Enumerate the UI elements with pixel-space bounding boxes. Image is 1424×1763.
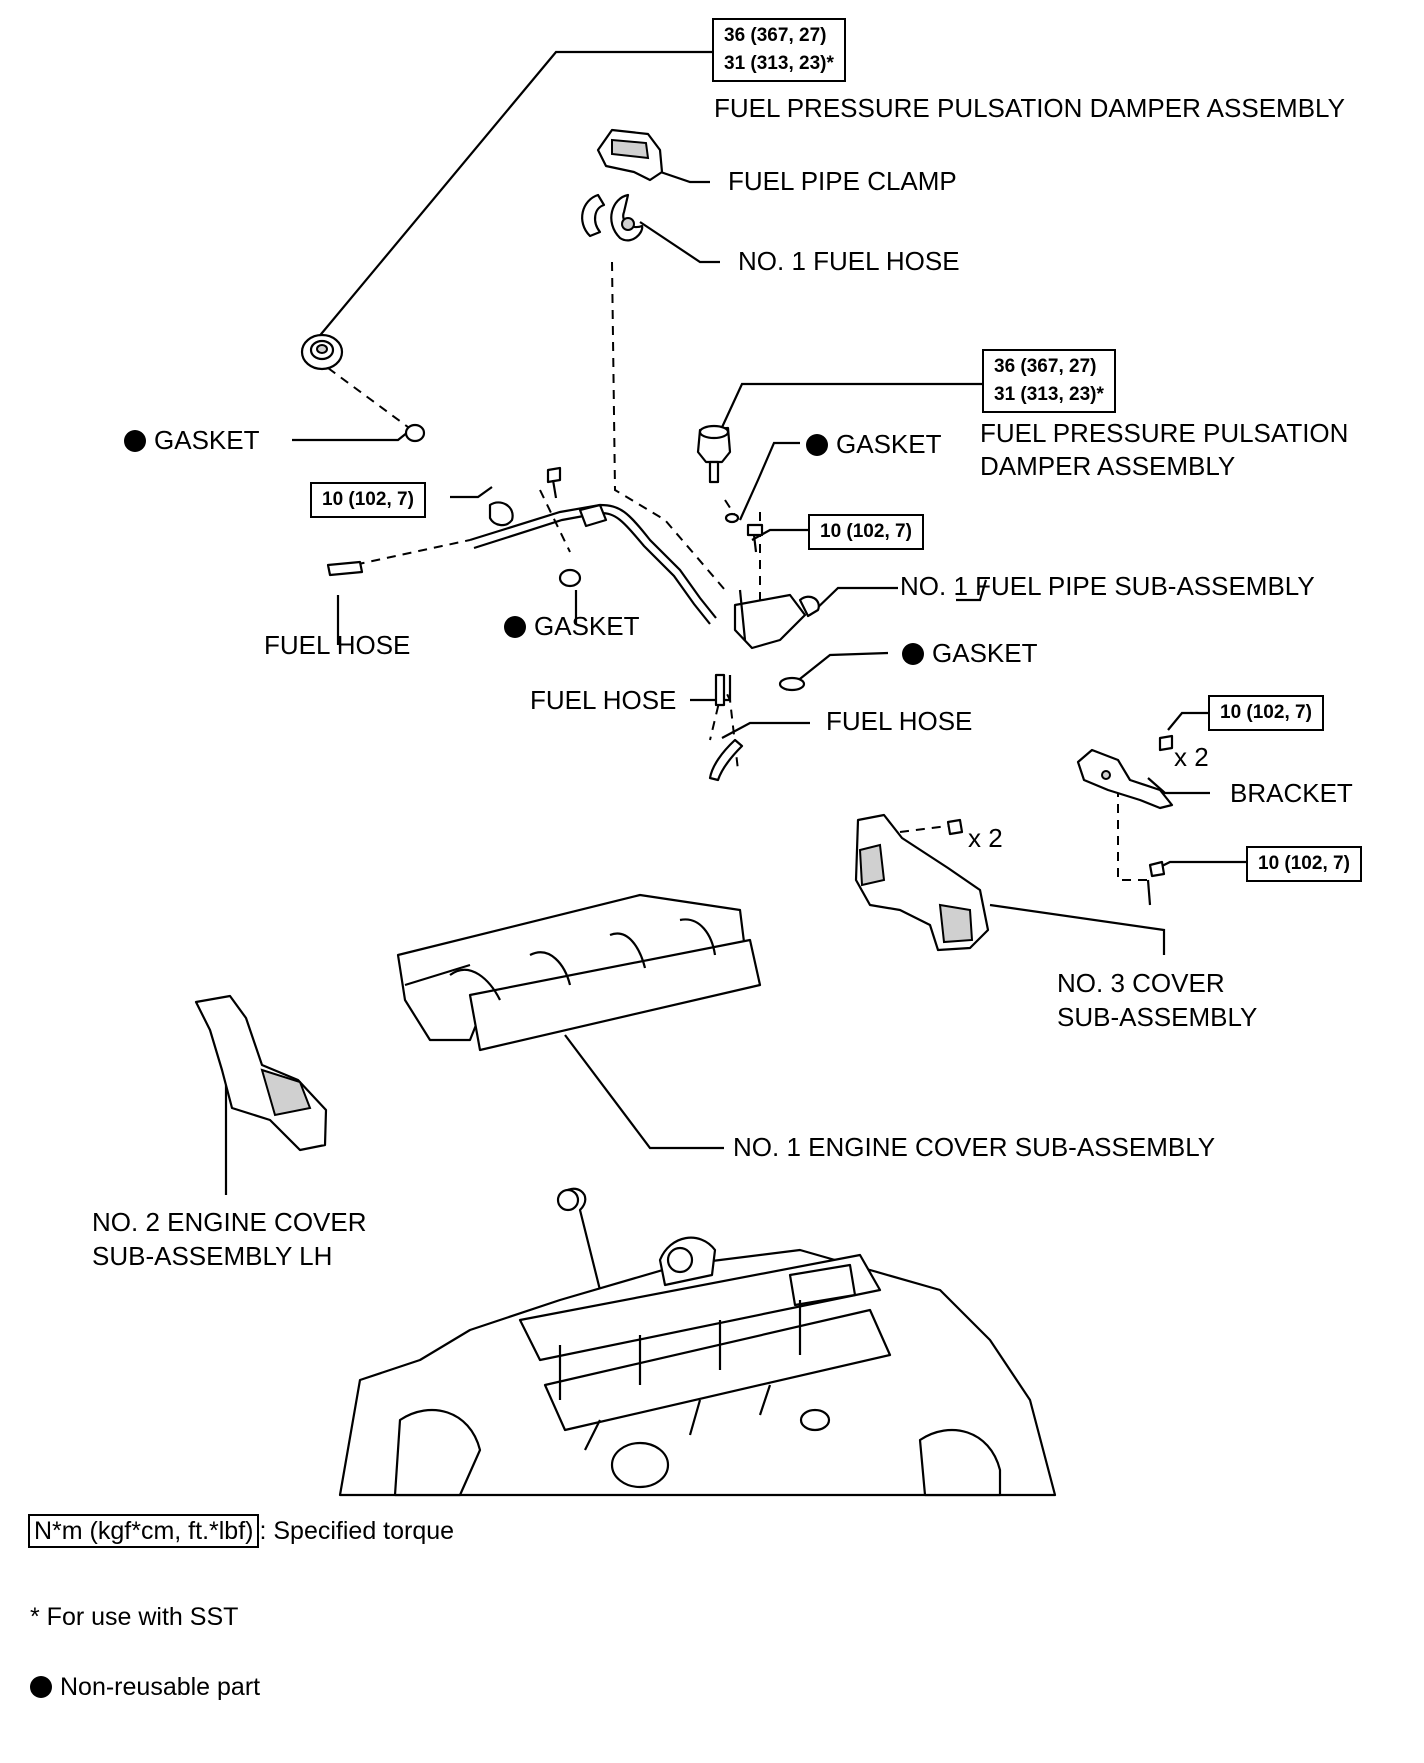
torque-box-damper-top: 36 (367, 27) 31 (313, 23)* (712, 18, 846, 82)
non-reusable-dot-icon (504, 616, 526, 638)
no1-fuel-pipe (469, 501, 820, 650)
label-no2-engine-cover-line1: NO. 2 ENGINE COVER (92, 1207, 367, 1237)
label-fuel-pipe-clamp: FUEL PIPE CLAMP (728, 166, 957, 196)
gasket-right-top-ring (724, 512, 740, 524)
gasket-text: GASKET (836, 429, 942, 459)
gasket-center-ring (558, 568, 582, 588)
label-no2-engine-cover-line2: SUB-ASSEMBLY LH (92, 1241, 333, 1271)
gasket-text: GASKET (932, 638, 1038, 668)
gasket-text: GASKET (534, 611, 640, 641)
non-reusable-dot-icon (30, 1676, 52, 1698)
label-gasket-left: GASKET (124, 424, 259, 456)
label-no1-fuel-hose: NO. 1 FUEL HOSE (738, 246, 960, 276)
torque-box-damper-right: 36 (367, 27) 31 (313, 23)* (982, 349, 1116, 413)
torque-box-pipe-left: 10 (102, 7) (310, 482, 426, 518)
bolt-pipe-left (546, 466, 562, 499)
label-no1-fuel-pipe: NO. 1 FUEL PIPE SUB-ASSEMBLY (900, 571, 1315, 601)
torque-value-sst: 31 (313, 23)* (724, 53, 834, 74)
no1-fuel-hose-clips (581, 193, 644, 242)
legend-torque-unit: N*m (kgf*cm, ft.*lbf) (28, 1514, 260, 1548)
label-fuel-hose-right: FUEL HOSE (826, 706, 973, 736)
pulsation-damper-right (696, 424, 732, 484)
label-gasket-right-bottom: GASKET (902, 637, 1037, 669)
gasket-right-bottom-ring (778, 676, 806, 692)
legend-torque: N*m (kgf*cm, ft.*lbf): Specified torque (28, 1514, 455, 1548)
label-damper-right-line1: FUEL PRESSURE PULSATION (980, 418, 1349, 448)
torque-value: 36 (367, 27) (724, 25, 827, 46)
legend-torque-desc: : Specified torque (259, 1517, 455, 1545)
gasket-left-ring (404, 423, 426, 443)
label-gasket-center: GASKET (504, 610, 639, 642)
fuel-pipe-clamp (596, 128, 664, 182)
label-gasket-right-top: GASKET (806, 428, 941, 460)
torque-value-sst: 31 (313, 23)* (994, 384, 1104, 405)
label-bracket-qty: x 2 (1174, 742, 1209, 772)
fuel-hose-center (714, 673, 726, 707)
label-fuel-hose-center: FUEL HOSE (530, 685, 677, 715)
label-no3-cover-line2: SUB-ASSEMBLY (1057, 1002, 1258, 1032)
torque-value: 36 (367, 27) (994, 356, 1097, 377)
label-damper-right-line2: DAMPER ASSEMBLY (980, 451, 1236, 481)
label-fuel-hose-left: FUEL HOSE (264, 630, 411, 660)
non-reusable-dot-icon (902, 643, 924, 665)
torque-box-bracket-top: 10 (102, 7) (1208, 695, 1324, 731)
fuel-hose-right (708, 738, 744, 782)
bracket (1076, 734, 1174, 906)
no2-engine-cover-lh (194, 994, 328, 1152)
legend-non-reusable-text: Non-reusable part (60, 1673, 261, 1701)
engine-block (338, 1187, 1057, 1497)
torque-box-pipe-center: 10 (102, 7) (808, 514, 924, 550)
label-damper-top: FUEL PRESSURE PULSATION DAMPER ASSEMBLY (714, 93, 1345, 123)
legend-sst-note: * For use with SST (30, 1603, 239, 1631)
bolt-pipe-center (746, 523, 764, 553)
non-reusable-dot-icon (124, 430, 146, 452)
no1-engine-cover (396, 893, 762, 1052)
no3-cover (854, 813, 990, 952)
label-cover3-qty: x 2 (968, 823, 1003, 853)
gasket-text: GASKET (154, 425, 260, 455)
label-bracket: BRACKET (1230, 778, 1353, 808)
non-reusable-dot-icon (806, 434, 828, 456)
torque-box-bracket-bottom: 10 (102, 7) (1246, 846, 1362, 882)
legend-non-reusable: Non-reusable part (30, 1673, 260, 1702)
fuel-hose-left (326, 560, 364, 577)
pulsation-damper-top-left (300, 333, 344, 371)
label-no3-cover-line1: NO. 3 COVER (1057, 968, 1225, 998)
label-no1-engine-cover: NO. 1 ENGINE COVER SUB-ASSEMBLY (733, 1132, 1216, 1162)
